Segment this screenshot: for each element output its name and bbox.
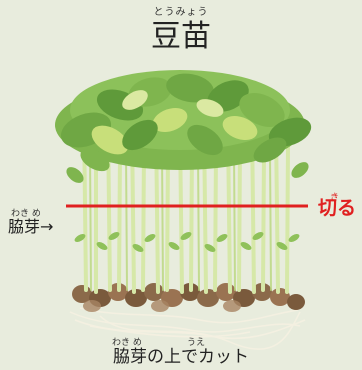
title-ruby: とうみょう [153,7,209,18]
axillary-ruby: わき め [11,209,41,219]
roots [69,307,306,350]
axillary-buds [74,232,300,252]
axillary-label: 脇芽→ [8,217,54,236]
page-title: 豆苗 [151,19,211,54]
caption-ruby-ue: うえ [187,338,206,348]
caption: 脇芽の上でカット [113,347,249,367]
beans [72,283,305,312]
leaf-canopy [55,70,312,183]
cut-label: 切る [318,197,357,219]
cut-ruby: き [330,193,340,203]
caption-ruby-waki-me: わき め [112,338,142,348]
